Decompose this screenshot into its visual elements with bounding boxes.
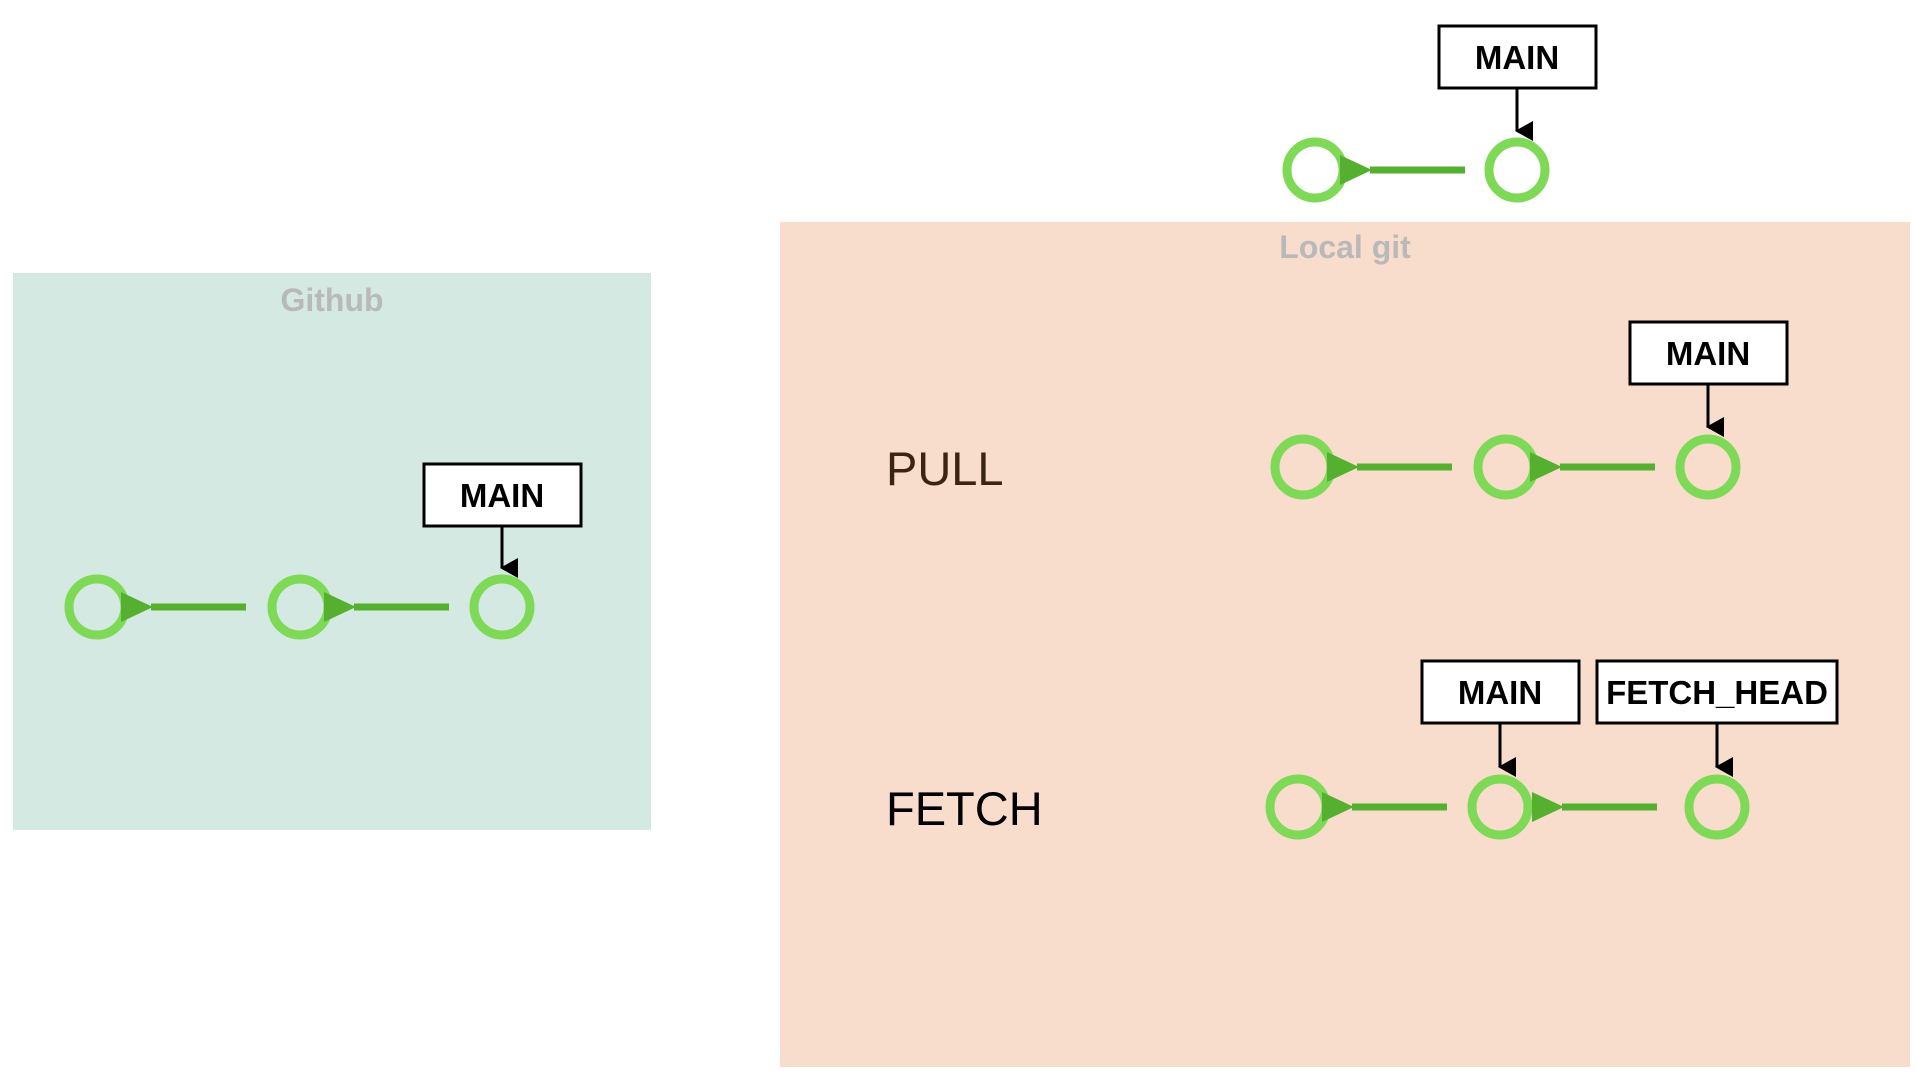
fetch-main-box	[1420, 659, 1581, 725]
top-main-label: MAIN	[1475, 39, 1559, 76]
pull-label: PULL	[886, 442, 1004, 495]
github-panel-label: Github	[280, 282, 383, 318]
fetch-main-label: MAIN	[1458, 674, 1542, 711]
fetch-label: FETCH	[886, 782, 1043, 835]
commit-circle-icon	[469, 574, 535, 640]
commit-circle-icon	[1467, 774, 1533, 840]
pull-main-box	[1628, 320, 1789, 386]
commit-circle-icon	[1484, 137, 1550, 203]
commit-circle-icon	[1282, 137, 1348, 203]
fetch-head-label: FETCH_HEAD	[1606, 674, 1828, 711]
commit-circle-icon	[1675, 434, 1741, 500]
github-branch-group: MAIN	[64, 462, 583, 640]
github-main-box	[422, 462, 583, 528]
github-panel	[13, 273, 651, 830]
fetch-head-box	[1595, 659, 1839, 725]
pull-main-label: MAIN	[1666, 335, 1750, 372]
top-branch-group: MAIN	[1282, 24, 1598, 203]
fetch-branch-group: MAIN FETCH_HEAD	[1265, 659, 1839, 840]
top-main-box	[1437, 24, 1598, 90]
github-main-label: MAIN	[460, 477, 544, 514]
commit-circle-icon	[1684, 774, 1750, 840]
local-git-panel-label: Local git	[1279, 229, 1411, 265]
pull-branch-group: MAIN	[1270, 320, 1789, 500]
